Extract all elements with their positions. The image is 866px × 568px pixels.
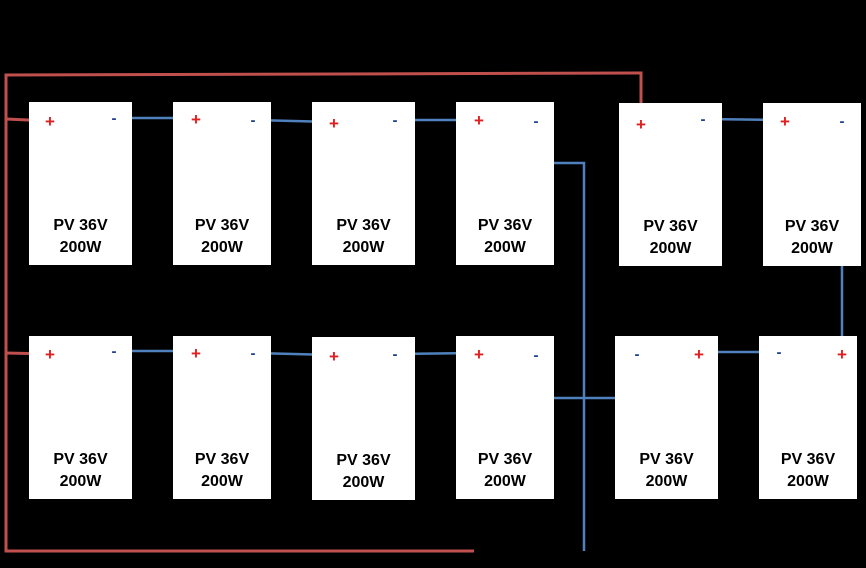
panel-wattage-label: 200W [201, 473, 243, 490]
panel-voltage-label: PV 36V [784, 218, 840, 235]
positive-main-wire [4, 71, 643, 553]
panel-voltage-label: PV 36V [336, 217, 391, 234]
panel-voltage-label: PV 36V [639, 451, 694, 468]
positive-terminal-icon: + [780, 112, 790, 131]
negative-terminal-icon: - [533, 347, 539, 364]
panel-voltage-label: PV 36V [194, 451, 250, 468]
positive-terminal-icon: + [837, 345, 847, 364]
panel-voltage-label: PV 36V [53, 451, 108, 468]
positive-terminal-icon: + [329, 347, 339, 366]
panel-wattage-label: 200W [645, 473, 688, 490]
negative-terminal-icon: - [839, 113, 845, 130]
positive-terminal-icon: + [45, 112, 55, 131]
panel-wattage-label: 200W [59, 473, 102, 490]
negative-terminal-icon: - [533, 113, 539, 130]
panel-wattage-label: 200W [649, 240, 692, 257]
solar-panel-r2-p4: PV 36V 200W [456, 336, 554, 499]
panel-voltage-label: PV 36V [336, 452, 391, 469]
solar-panel-r2-p5: PV 36V 200W [615, 336, 718, 499]
negative-terminal-icon: - [111, 343, 117, 360]
positive-terminal-icon: + [694, 345, 704, 364]
negative-terminal-icon: - [776, 344, 782, 361]
positive-terminal-icon: + [474, 345, 484, 364]
negative-terminal-icon: - [250, 112, 256, 129]
panel-wattage-label: 200W [791, 240, 833, 257]
panel-wattage-label: 200W [342, 239, 385, 256]
positive-terminal-icon: + [636, 115, 646, 134]
panel-wattage-label: 200W [201, 239, 243, 256]
panel-voltage-label: PV 36V [780, 451, 836, 468]
panel-wattage-label: 200W [787, 473, 829, 490]
negative-terminal-icon: - [250, 345, 256, 362]
solar-panel-r1-p4: PV 36V 200W [456, 102, 554, 265]
panel-voltage-label: PV 36V [53, 217, 108, 234]
panel-wattage-label: 200W [342, 474, 385, 491]
panel-voltage-label: PV 36V [477, 451, 533, 468]
solar-panel-r1-p2: PV 36V 200W [173, 102, 271, 265]
positive-terminal-icon: + [191, 110, 201, 129]
panel-voltage-label: PV 36V [643, 218, 698, 235]
positive-terminal-icon: + [45, 345, 55, 364]
solar-panel-r2-p2: PV 36V 200W [173, 336, 271, 499]
solar-panel-r2-p3: PV 36V 200W [312, 337, 415, 500]
negative-terminal-icon: - [111, 110, 117, 127]
solar-panel-r1-p6: PV 36V 200W [763, 103, 861, 266]
negative-terminal-icon: - [392, 346, 398, 363]
positive-terminal-icon: + [329, 114, 339, 133]
panel-wattage-label: 200W [484, 239, 526, 256]
negative-terminal-icon: - [634, 346, 640, 363]
solar-panel-r2-p6: PV 36V 200W [759, 336, 857, 499]
panel-wattage-label: 200W [484, 473, 526, 490]
positive-terminal-icon: + [191, 344, 201, 363]
solar-panel-r1-p1: PV 36V 200W [29, 102, 132, 265]
solar-panel-r2-p1: PV 36V 200W [29, 336, 132, 499]
panel-voltage-label: PV 36V [477, 217, 533, 234]
solar-panel-r1-p5: PV 36V 200W [619, 103, 722, 266]
negative-terminal-icon: - [700, 111, 706, 128]
positive-terminal-icon: + [474, 111, 484, 130]
panel-wattage-label: 200W [59, 239, 102, 256]
panel-voltage-label: PV 36V [194, 217, 250, 234]
negative-terminal-icon: - [392, 112, 398, 129]
solar-panel-r1-p3: PV 36V 200W [312, 102, 415, 265]
